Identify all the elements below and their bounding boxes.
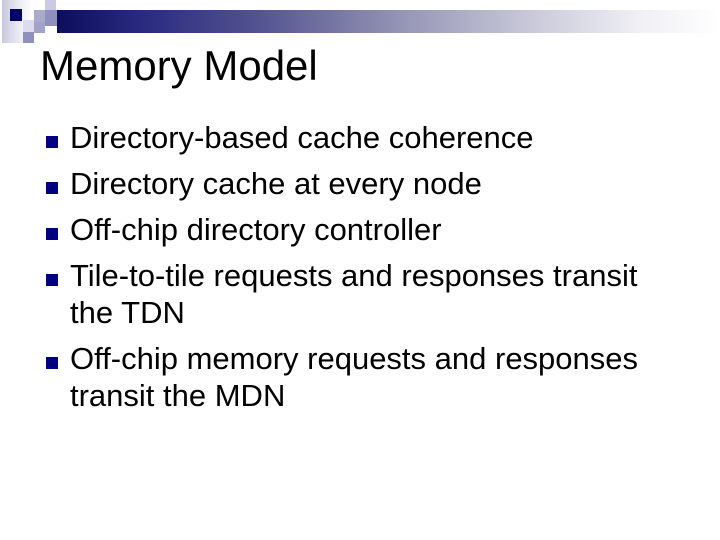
pixel-square bbox=[23, 20, 34, 32]
bullet-text: Off-chip directory controller bbox=[70, 212, 442, 247]
bullet-square-icon bbox=[46, 228, 58, 240]
pixel-square bbox=[34, 22, 45, 33]
bullet-text: Directory-based cache coherence bbox=[70, 120, 534, 155]
pixel-square bbox=[45, 0, 56, 10]
bullet-text: Tile-to-tile requests and responses tran… bbox=[70, 258, 638, 330]
bullet-square-icon bbox=[46, 182, 58, 194]
bullet-square-icon bbox=[46, 357, 58, 369]
bullet-item: Off-chip memory requests and responses t… bbox=[46, 340, 671, 414]
bullet-item: Tile-to-tile requests and responses tran… bbox=[46, 257, 671, 331]
bullet-square-icon bbox=[46, 136, 58, 148]
bullet-square-icon bbox=[46, 274, 58, 286]
pixel-square bbox=[10, 9, 22, 21]
pixel-square bbox=[34, 10, 45, 22]
bullet-text: Off-chip memory requests and responses t… bbox=[70, 341, 639, 413]
bullet-text: Directory cache at every node bbox=[70, 166, 482, 201]
bullet-item: Directory cache at every node bbox=[46, 165, 671, 202]
slide-title: Memory Model bbox=[40, 42, 318, 89]
bullet-item: Off-chip directory controller bbox=[46, 211, 671, 248]
bullet-list: Directory-based cache coherence Director… bbox=[46, 119, 671, 423]
top-gradient-bar bbox=[57, 10, 720, 33]
corner-pixel-decoration bbox=[0, 0, 80, 50]
bullet-item: Directory-based cache coherence bbox=[46, 119, 671, 156]
pixel-square bbox=[45, 10, 57, 26]
pixel-square bbox=[23, 32, 34, 43]
